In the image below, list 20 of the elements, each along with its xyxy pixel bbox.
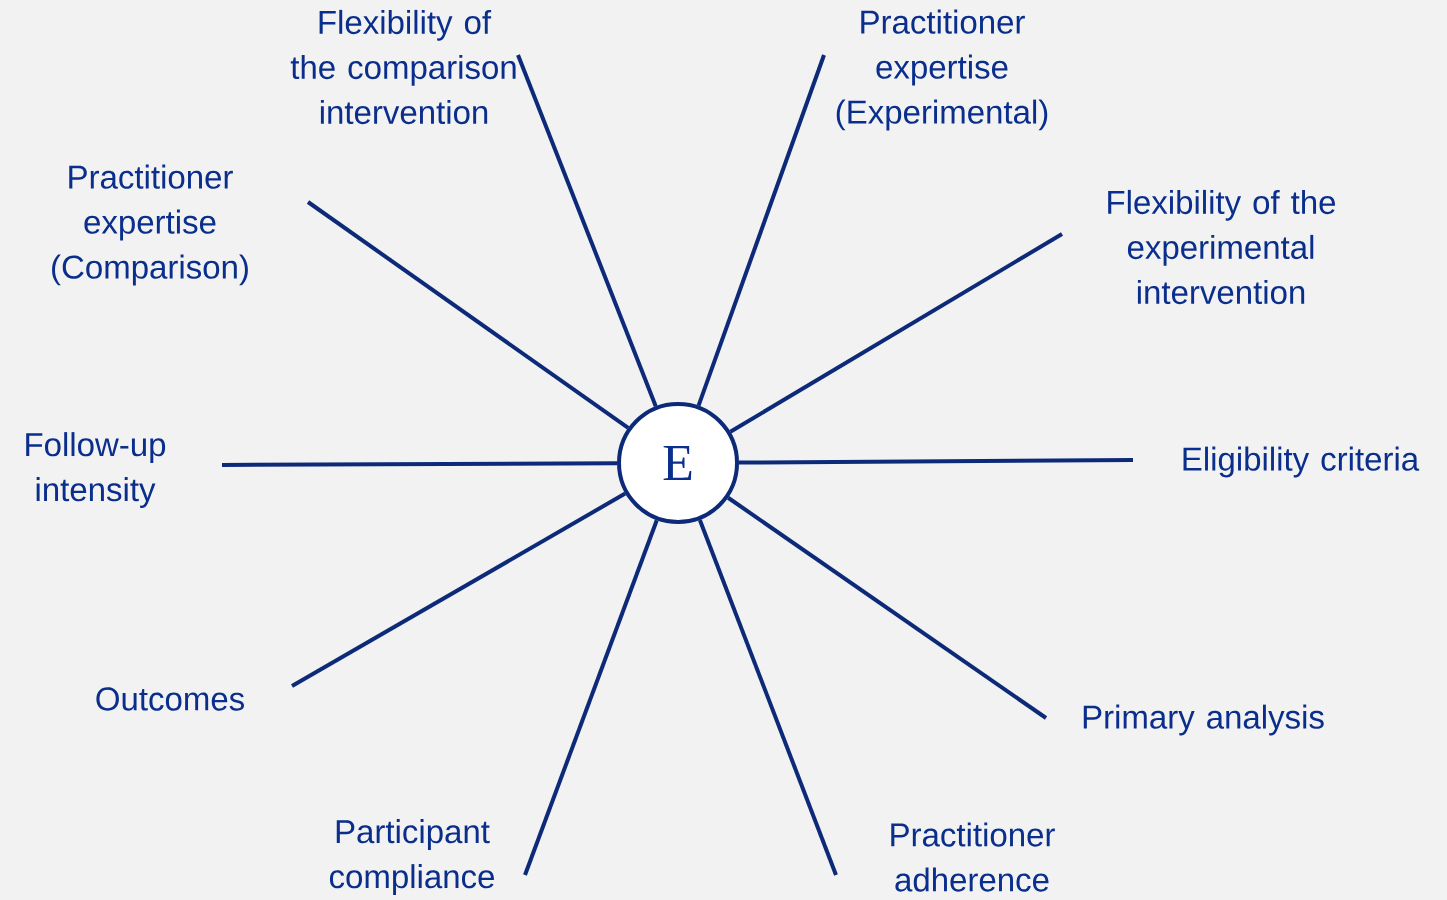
label-text: Primary analysis xyxy=(1083,704,1324,736)
label-text: Flexibility of the experimental intervention xyxy=(1108,189,1336,305)
label-text: Practitioner adherence xyxy=(891,822,1055,892)
connector-line xyxy=(698,519,838,876)
connector-line xyxy=(516,54,658,407)
connector-line xyxy=(523,519,659,876)
label-text: Follow-up intensity xyxy=(26,432,166,508)
connector-line xyxy=(291,491,627,688)
connector-line xyxy=(222,461,617,467)
connector-line xyxy=(696,54,826,407)
label-text: Outcomes xyxy=(96,687,244,711)
connector-line xyxy=(729,232,1064,434)
label-text: Practitioner expertise (Comparison) xyxy=(52,164,248,286)
connector-line xyxy=(739,458,1134,465)
label-text: Flexibility of the comparison intervention xyxy=(290,9,516,125)
label-text: Participant compliance xyxy=(329,819,494,895)
label-text: Practitioner expertise (Experimental) xyxy=(836,9,1048,131)
connector-line xyxy=(727,496,1048,720)
connector-line xyxy=(306,200,630,430)
label-text: Eligibility criteria xyxy=(1183,446,1420,478)
